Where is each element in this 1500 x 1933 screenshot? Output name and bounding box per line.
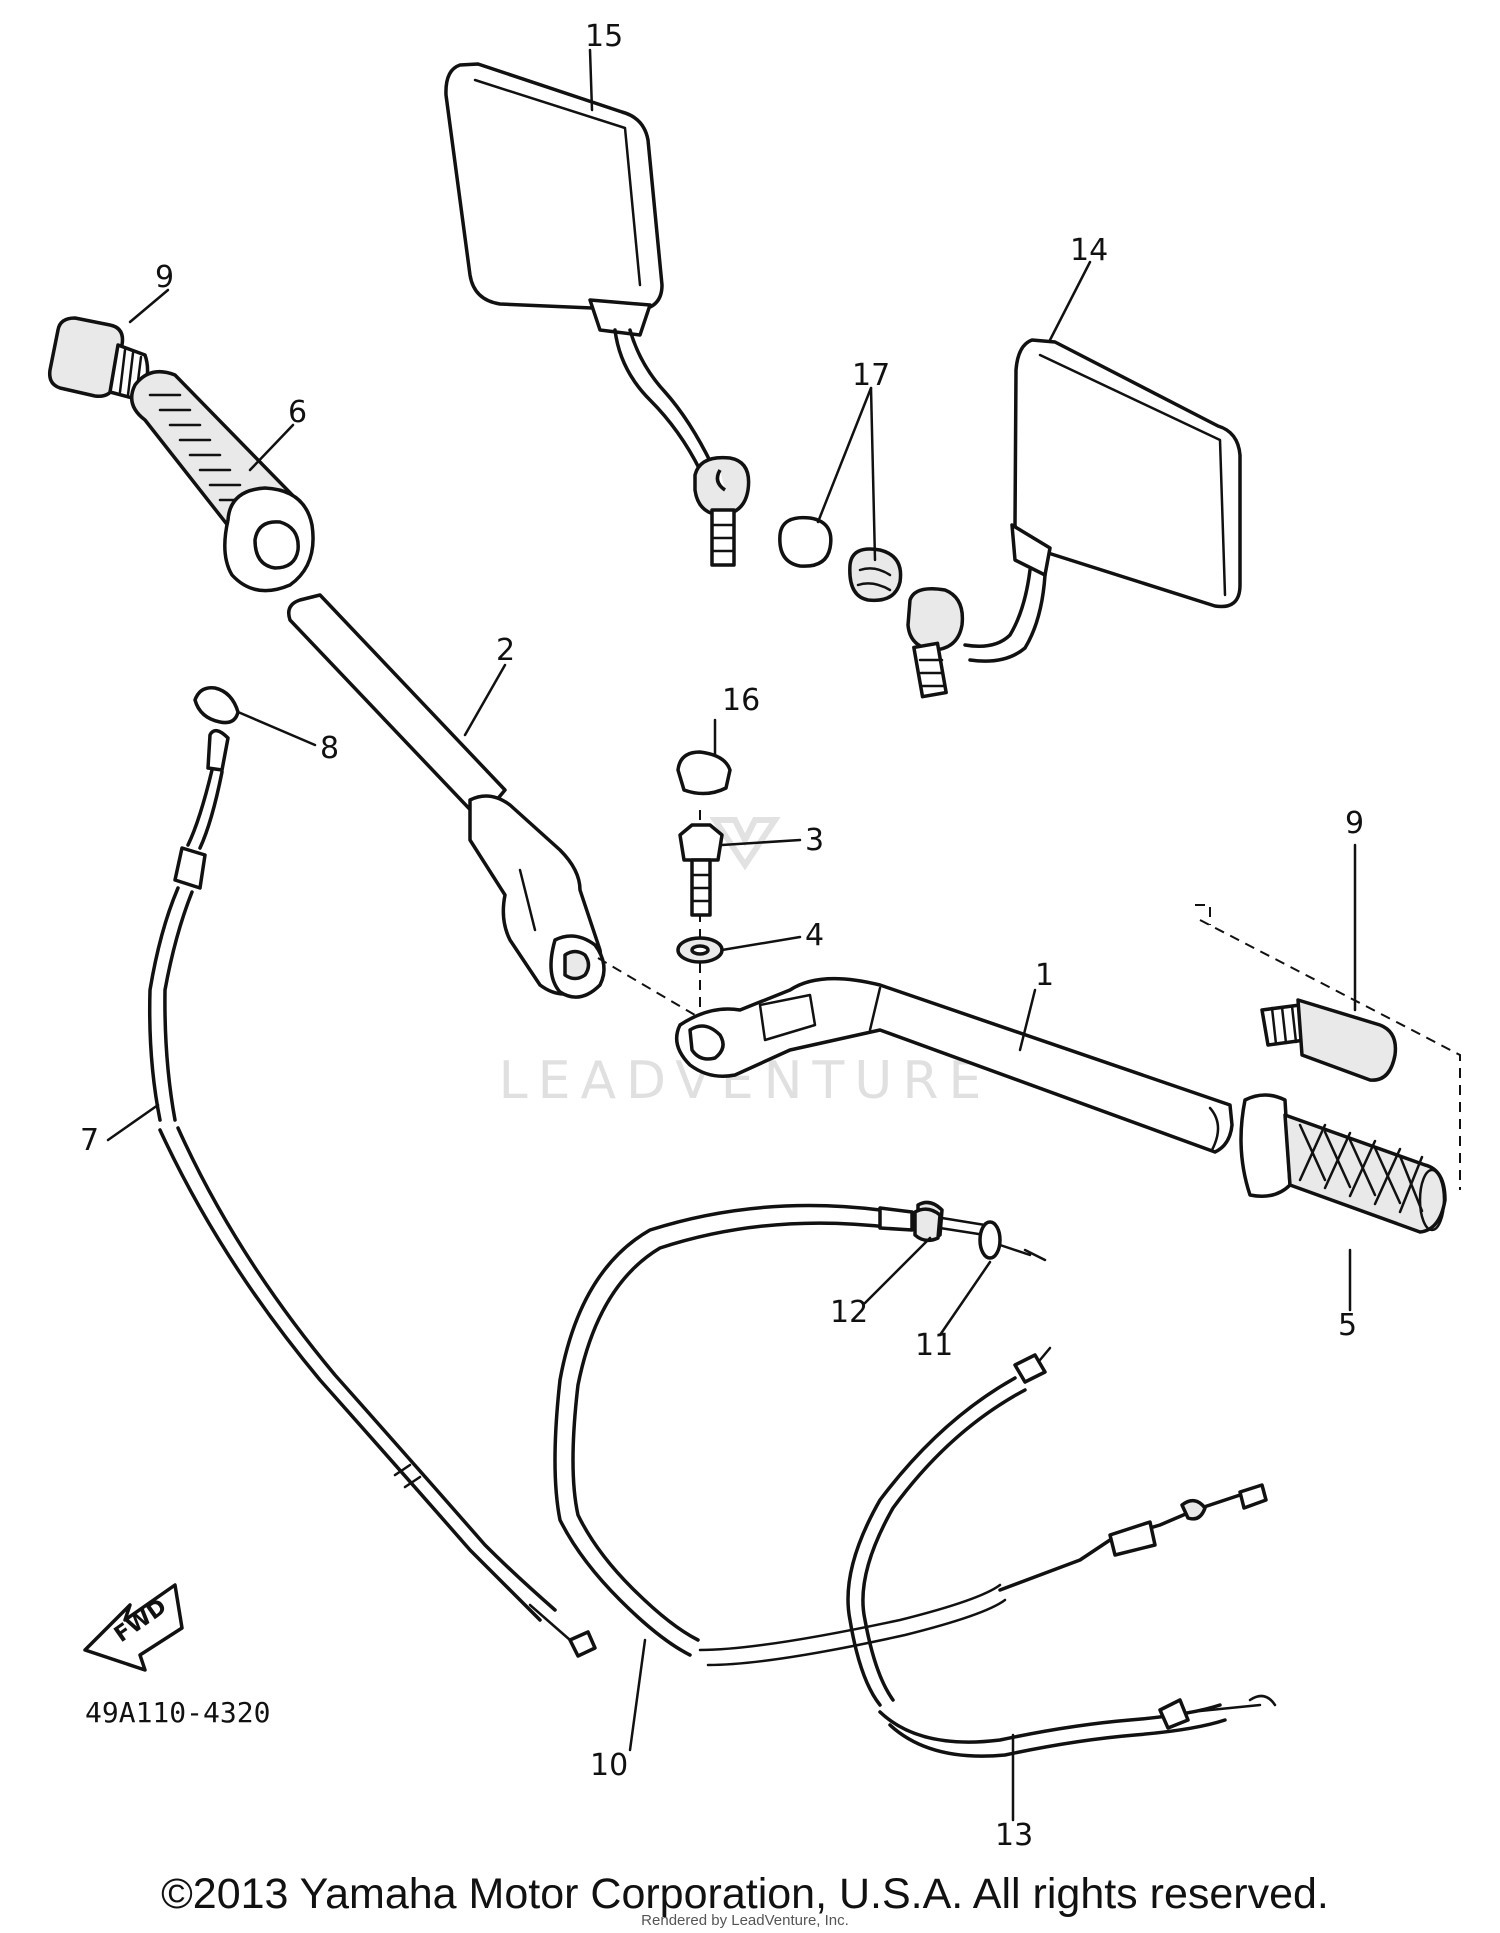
adjuster-12[interactable] xyxy=(913,1207,942,1243)
rendered-by-notice: Rendered by LeadVenture, Inc. xyxy=(641,1912,849,1929)
callout-9-right: 9 xyxy=(1345,806,1364,841)
callout-12: 12 xyxy=(830,1295,868,1330)
assembly-lines xyxy=(597,810,1461,1190)
callout-16: 16 xyxy=(722,683,760,718)
callout-4: 4 xyxy=(805,918,824,953)
fwd-arrow: FWD xyxy=(83,1583,184,1672)
bar-end-right-9[interactable] xyxy=(1260,998,1398,1082)
callout-5: 5 xyxy=(1338,1308,1357,1343)
callout-17: 17 xyxy=(852,358,890,393)
handlebar-left-2[interactable] xyxy=(287,593,606,999)
throttle-grip-5[interactable] xyxy=(1239,1093,1447,1234)
cable-10[interactable] xyxy=(553,1200,1268,1667)
callout-2: 2 xyxy=(496,633,515,668)
cable-clip-8[interactable] xyxy=(193,686,240,725)
handlebar-right-1[interactable] xyxy=(674,976,1234,1154)
callout-13: 13 xyxy=(995,1818,1033,1853)
diagram-part-number: 49A110-4320 xyxy=(85,1696,270,1729)
cable-13[interactable] xyxy=(846,1346,1277,1758)
callout-7: 7 xyxy=(80,1123,99,1158)
cap-16[interactable] xyxy=(676,750,732,796)
cable-end-11[interactable] xyxy=(978,1220,1047,1262)
bolt-3[interactable] xyxy=(678,823,724,917)
leader-lines xyxy=(106,48,1357,1822)
copyright-notice: ©2013 Yamaha Motor Corporation, U.S.A. A… xyxy=(161,1870,1329,1918)
callout-3: 3 xyxy=(805,823,824,858)
cable-7[interactable] xyxy=(147,728,597,1658)
washer-4[interactable] xyxy=(676,936,724,964)
callout-6: 6 xyxy=(288,395,307,430)
callout-9-left: 9 xyxy=(155,260,174,295)
callout-8: 8 xyxy=(320,731,339,766)
mirror-left[interactable] xyxy=(444,62,751,567)
callout-14: 14 xyxy=(1070,233,1108,268)
callout-10: 10 xyxy=(590,1748,628,1783)
callout-1: 1 xyxy=(1035,958,1054,993)
mirror-cap-17[interactable] xyxy=(778,515,903,603)
callout-11: 11 xyxy=(915,1328,953,1363)
callout-labels: 15 14 17 9 6 2 8 16 3 4 1 9 5 7 12 11 10… xyxy=(80,19,1364,1853)
mirror-right[interactable] xyxy=(906,338,1242,699)
callout-15: 15 xyxy=(585,19,623,54)
grip-left-6[interactable] xyxy=(129,369,315,593)
